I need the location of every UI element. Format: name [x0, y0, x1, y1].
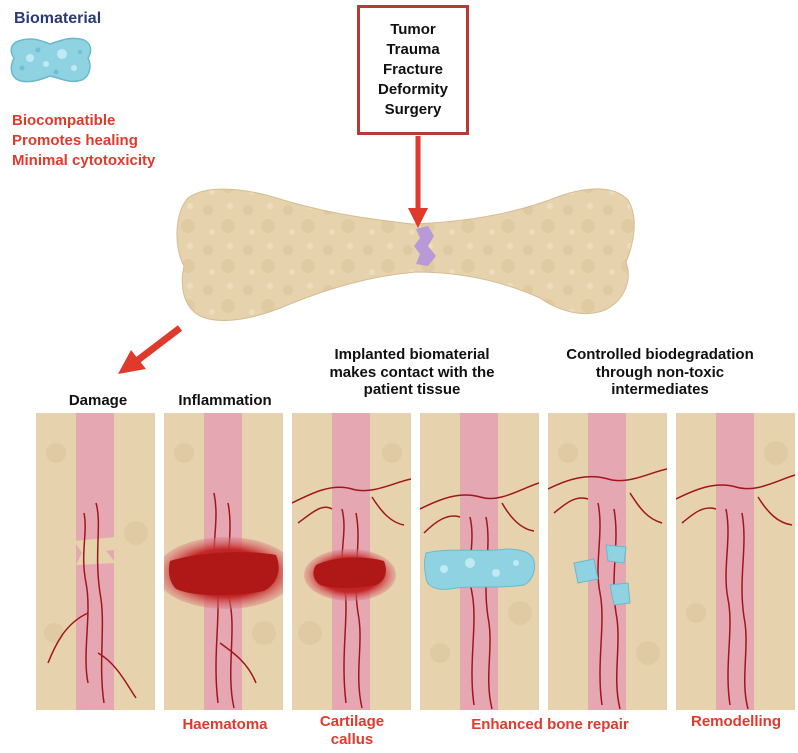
stage-implanted-line-3: patient tissue — [292, 381, 532, 399]
stage-implanted-label: Implanted biomaterial makes contact with… — [292, 346, 532, 399]
outcome-cartilage-line-2: callus — [296, 731, 408, 749]
bone-shape — [177, 189, 634, 321]
fragment-icon-3 — [610, 583, 630, 605]
outcome-cartilage-line-1: Cartilage — [296, 713, 408, 731]
panel-biodegradation-art — [548, 413, 667, 710]
outcome-enhanced-label: Enhanced bone repair — [430, 716, 670, 734]
panel-cartilage-art — [292, 413, 411, 710]
stage-biodegradation-line-3: intermediates — [536, 381, 784, 399]
panel-remodelling — [676, 413, 795, 710]
outcome-haematoma-label: Haematoma — [160, 716, 290, 734]
stage-implanted-line-1: Implanted biomaterial — [292, 346, 532, 364]
panel-remodelling-art — [676, 413, 795, 710]
panel-implant-art — [420, 413, 539, 710]
stage-biodegradation-label: Controlled biodegradation through non-to… — [536, 346, 784, 399]
panel-inflammation — [164, 413, 283, 710]
panel-implant — [420, 413, 539, 710]
panel-cartilage — [292, 413, 411, 710]
panel-damage — [36, 413, 155, 710]
outcome-cartilage-label: Cartilage callus — [296, 713, 408, 749]
stage-implanted-line-2: makes contact with the — [292, 364, 532, 382]
panel-biodegradation — [548, 413, 667, 710]
outcome-remodelling-label: Remodelling — [676, 713, 796, 731]
stage-damage-label: Damage — [48, 392, 148, 410]
stage-biodegradation-line-1: Controlled biodegradation — [536, 346, 784, 364]
fragment-icon-1 — [574, 559, 598, 583]
stage-biodegradation-line-2: through non-toxic — [536, 364, 784, 382]
panel-damage-art — [36, 413, 155, 710]
fragment-icon-2 — [606, 545, 626, 563]
panel-inflammation-art — [164, 413, 283, 710]
stage-inflammation-label: Inflammation — [160, 392, 290, 410]
